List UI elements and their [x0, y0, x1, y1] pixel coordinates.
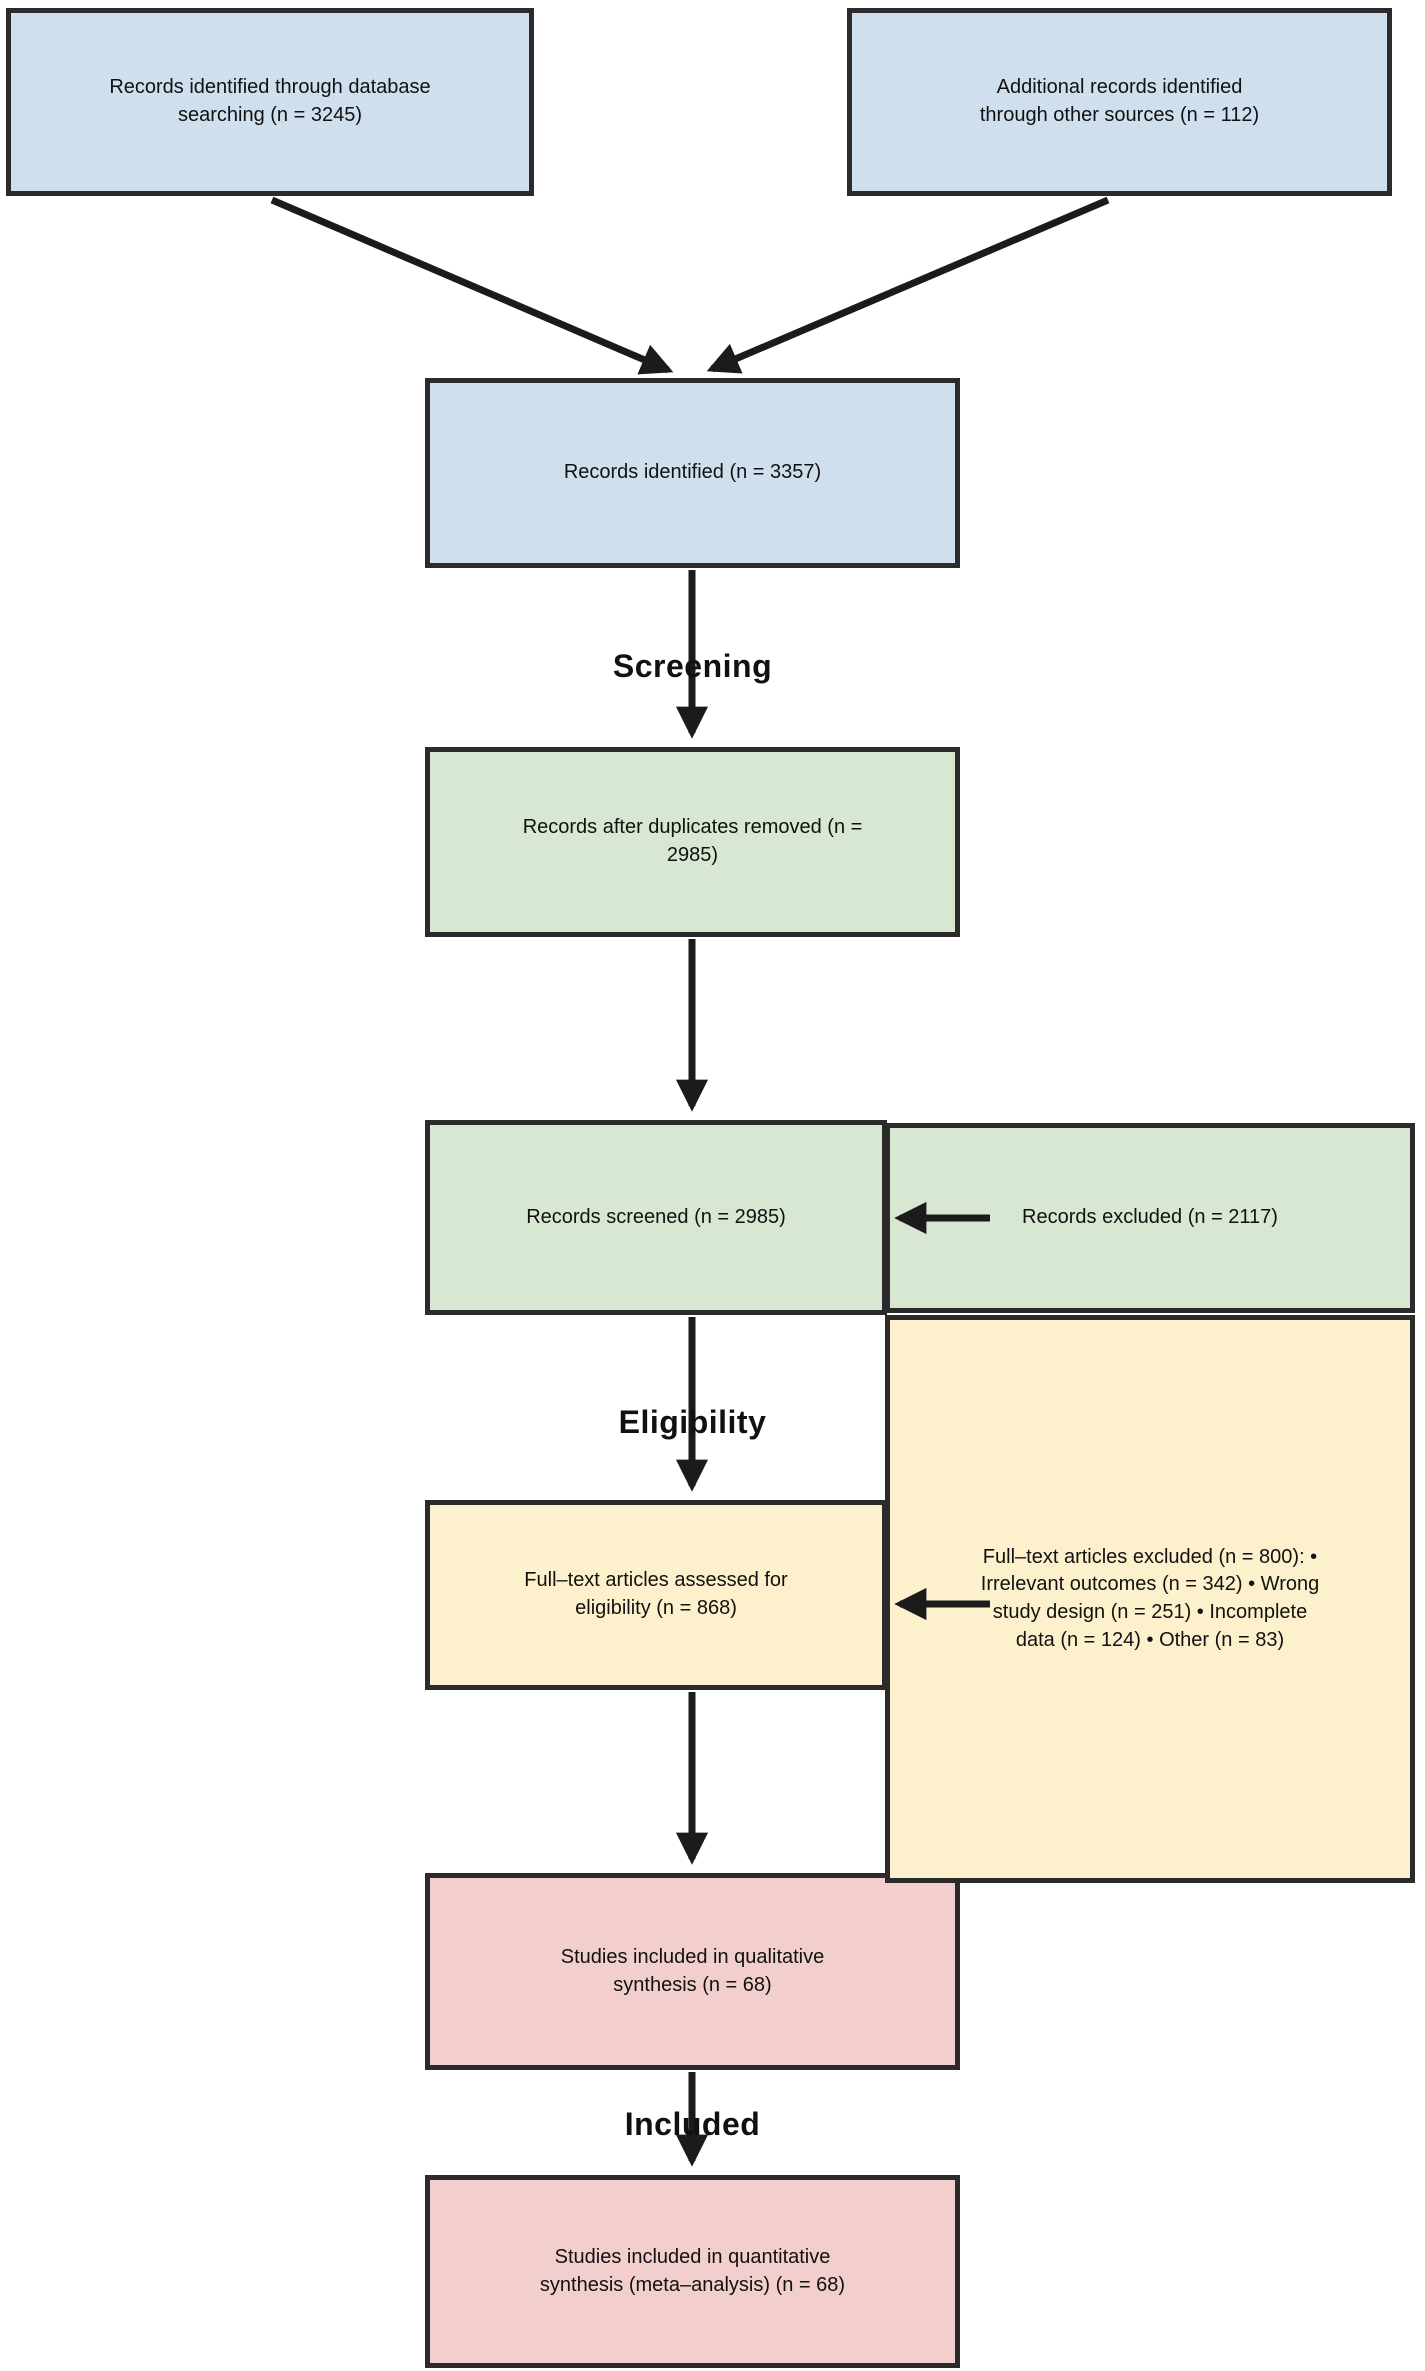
- box-fulltext-assessed: Full–text articles assessed for eligibil…: [425, 1500, 887, 1690]
- box-records-screened: Records screened (n = 2985): [425, 1120, 887, 1315]
- box-quantitative-synthesis: Studies included in quantitative synthes…: [425, 2175, 960, 2368]
- box-qualitative-synthesis-text: Studies included in qualitative synthesi…: [560, 1945, 825, 1996]
- box-quantitative-synthesis-text: Studies included in quantitative synthes…: [539, 2245, 846, 2296]
- arrow-sources-to-identified: [706, 196, 1110, 374]
- box-database-search-text: Records identified through database sear…: [109, 76, 431, 126]
- box-records-identified-text: Records identified (n = 3357): [563, 461, 822, 484]
- box-duplicates-removed-text: Records after duplicates removed (n = 29…: [522, 816, 863, 866]
- box-fulltext-excluded: Full–text articles excluded (n = 800): •…: [885, 1315, 1415, 1883]
- box-fulltext-excluded-text: Full–text articles excluded (n = 800): •…: [980, 1545, 1320, 1651]
- box-other-sources: Additional records identified through ot…: [847, 8, 1392, 196]
- stage-label-included: Included: [624, 2106, 761, 2142]
- box-records-excluded: Records excluded (n = 2117): [885, 1123, 1415, 1313]
- box-records-excluded-text: Records excluded (n = 2117): [1022, 1206, 1278, 1229]
- box-database-search: Records identified through database sear…: [6, 8, 534, 196]
- stage-label-eligibility: Eligibility: [618, 1404, 767, 1440]
- box-other-sources-text: Additional records identified through ot…: [979, 76, 1260, 126]
- arrow-database-to-identified: [270, 196, 674, 375]
- box-records-screened-text: Records screened (n = 2985): [526, 1205, 786, 1228]
- box-fulltext-assessed-text: Full–text articles assessed for eligibil…: [524, 1569, 788, 1619]
- box-qualitative-synthesis: Studies included in qualitative synthesi…: [425, 1873, 960, 2070]
- box-records-identified: Records identified (n = 3357): [425, 378, 960, 568]
- stage-label-screening: Screening: [612, 648, 773, 684]
- box-duplicates-removed: Records after duplicates removed (n = 29…: [425, 747, 960, 937]
